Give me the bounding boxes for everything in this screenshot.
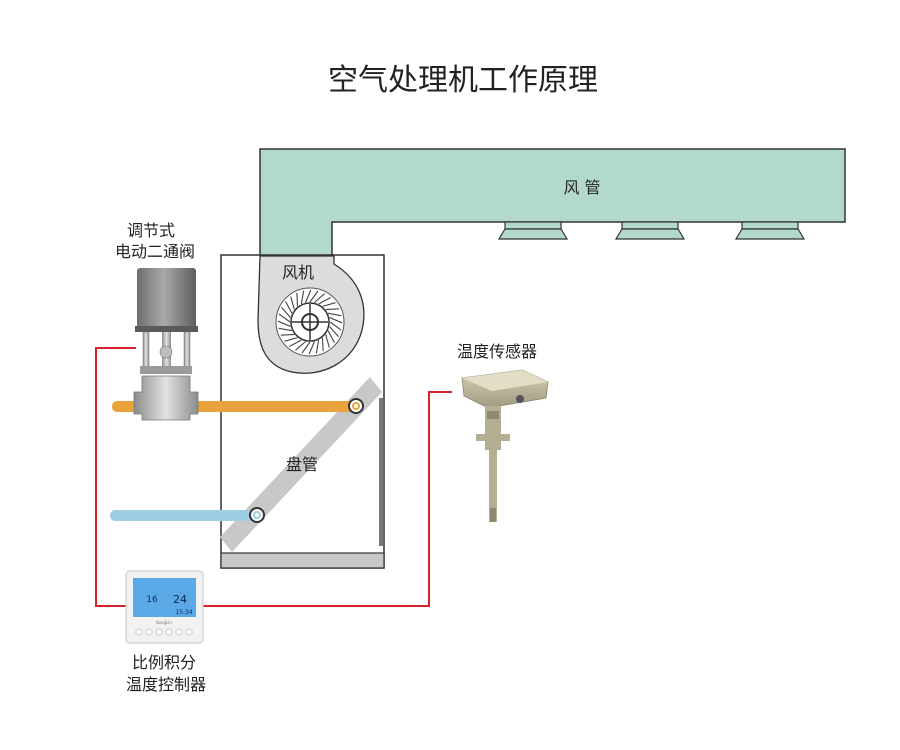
- sensor-signal-wire: [203, 391, 452, 607]
- pipe-connector-icon: [249, 507, 265, 523]
- controller-brand: KongLin: [156, 620, 172, 625]
- valve-label-line2: 电动二通阀: [115, 242, 195, 261]
- valve-signal-wire: [95, 347, 136, 607]
- fan-blade: [329, 317, 343, 324]
- fan-blade: [327, 330, 335, 343]
- fan-blade: [301, 341, 311, 354]
- fan-speed-button-icon[interactable]: [155, 628, 163, 636]
- controller-room-temp: 24: [173, 593, 187, 606]
- cold-water-pipe: [110, 507, 265, 523]
- fan-blade: [295, 341, 306, 351]
- time-button-icon[interactable]: [165, 628, 173, 636]
- fan-blade: [290, 296, 295, 310]
- air-diffuser: [497, 221, 569, 240]
- up-button-icon[interactable]: [185, 628, 193, 636]
- controller-buttons[interactable]: [135, 628, 193, 636]
- signal-wires: [95, 347, 452, 607]
- valve-actuator: [137, 268, 196, 330]
- fan-blade: [315, 339, 320, 354]
- mode-button-icon[interactable]: [145, 628, 153, 636]
- fan-blade: [325, 308, 340, 311]
- air-duct: 风 管: [259, 148, 846, 257]
- pi-temperature-controller: 16 24 15:34 KongLin 比例积分 温度控制器: [125, 570, 206, 694]
- fan-blade: [284, 337, 298, 342]
- fan-blade: [296, 292, 299, 307]
- fan-blade: [318, 297, 331, 305]
- air-diffuser: [734, 221, 806, 240]
- air-diffuser: [614, 221, 686, 240]
- fan-blade: [327, 312, 342, 317]
- valve-label-line1: 调节式: [127, 221, 175, 240]
- unit-base: [220, 552, 385, 569]
- fan-blade: [325, 334, 330, 348]
- fan-blades-icon: [277, 289, 343, 355]
- controller-clock: 15:34: [175, 609, 192, 616]
- filter-strip: [379, 398, 383, 546]
- fan-blade: [309, 290, 319, 303]
- fan-label: 风机: [282, 263, 314, 282]
- fan: 风机: [257, 255, 365, 374]
- controller-label-line2: 温度控制器: [126, 675, 206, 694]
- fan-blade: [277, 320, 291, 327]
- fan-blade: [329, 326, 339, 337]
- diagram-title: 空气处理机工作原理: [328, 63, 598, 98]
- fan-blade: [300, 290, 305, 305]
- fan-blade: [308, 341, 315, 355]
- controller-lcd: [133, 578, 196, 617]
- coil-label: 盘管: [286, 455, 318, 474]
- fan-blade: [285, 301, 293, 314]
- fan-blade: [321, 337, 324, 352]
- power-button-icon[interactable]: [135, 628, 143, 636]
- fan-blade: [281, 307, 291, 318]
- controller-label-line1: 比例积分: [132, 653, 196, 672]
- fan-blade: [314, 293, 325, 303]
- electric-two-way-valve: 调节式 电动二通阀: [115, 221, 199, 421]
- fan-blade: [322, 302, 336, 307]
- sensor-label: 温度传感器: [457, 342, 537, 361]
- fan-blade: [289, 339, 302, 347]
- pipe-connector-icon: [348, 398, 364, 414]
- fan-blade: [305, 289, 312, 303]
- fan-blade: [280, 333, 295, 336]
- fan-blade: [329, 321, 342, 331]
- duct-label: 风 管: [563, 178, 600, 197]
- fan-blade: [278, 327, 293, 332]
- temperature-sensor: 温度传感器: [457, 342, 549, 522]
- fan-blade: [278, 313, 291, 323]
- down-button-icon[interactable]: [175, 628, 183, 636]
- controller-set-temp: 16: [146, 595, 158, 605]
